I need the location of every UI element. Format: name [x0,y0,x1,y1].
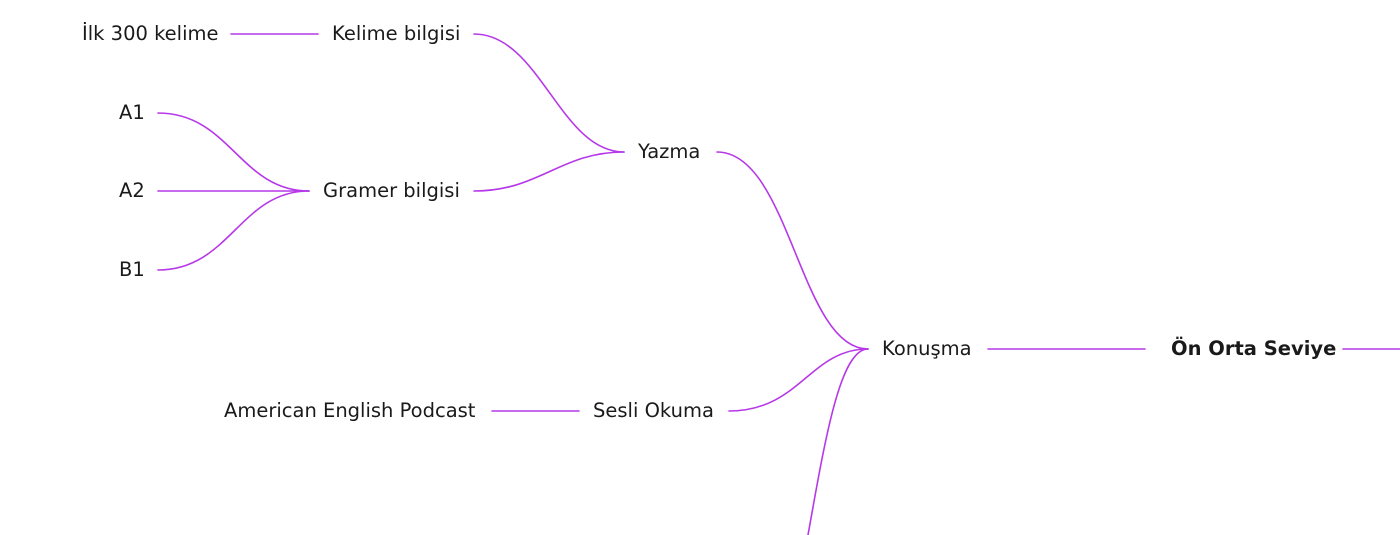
edge-b1-gramer [157,190,310,271]
edge-sesli-konusma [728,348,869,412]
node-konusma[interactable]: Konuşma [882,337,972,360]
node-b1[interactable]: B1 [119,258,145,281]
node-a2[interactable]: A2 [119,179,145,202]
node-kelime-bilgisi[interactable]: Kelime bilgisi [332,22,461,45]
edge-kelime-yazma [473,33,625,153]
node-a1[interactable]: A1 [119,101,145,124]
edge-yazma-konusma [716,151,869,350]
node-gramer-bilgisi[interactable]: Gramer bilgisi [323,179,460,202]
node-sesli-okuma[interactable]: Sesli Okuma [593,399,714,422]
node-on-orta-seviye[interactable]: Ön Orta Seviye [1171,337,1337,360]
node-ilk-300-kelime[interactable]: İlk 300 kelime [82,22,219,45]
node-yazma[interactable]: Yazma [638,140,701,163]
edge-gramer-yazma [473,151,625,192]
node-american-english-podcast[interactable]: American English Podcast [224,399,476,422]
edge-a1-gramer [157,112,310,192]
edge-konusma-down [807,348,869,535]
